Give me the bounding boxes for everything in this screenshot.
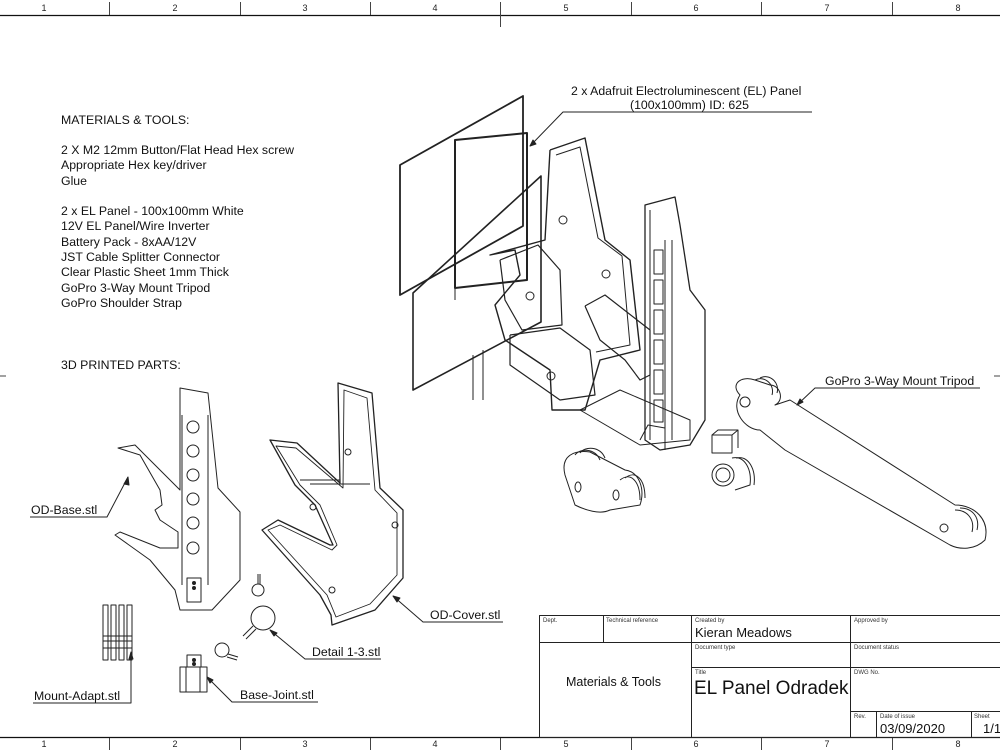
arrowhead [206, 676, 214, 684]
zone-label-bottom: 2 [172, 739, 178, 749]
callout-gopro-tripod: GoPro 3-Way Mount Tripod [825, 374, 975, 388]
zone-label-bottom: 7 [824, 739, 830, 749]
materials-item: 2 X M2 12mm Button/Flat Head Hex screw [61, 143, 295, 157]
document-type-label: Document type [695, 645, 736, 651]
zone-label-top: 3 [302, 3, 308, 13]
zone-label-top: 8 [955, 3, 961, 13]
cover-frame-assembled [489, 137, 691, 446]
dwg-no-label: DWG No. [854, 670, 880, 676]
detail-parts [214, 574, 276, 661]
callout-el-panel-line1: 2 x Adafruit Electroluminescent (EL) Pan… [571, 84, 802, 98]
zone-label-top: 2 [172, 3, 178, 13]
materials-item: Appropriate Hex key/driver [61, 158, 207, 172]
rev-label: Rev. [854, 714, 866, 720]
materials-item: Clear Plastic Sheet 1mm Thick [61, 265, 229, 279]
zone-label-bottom: 6 [693, 739, 699, 749]
created-by-label: Created by [695, 618, 725, 624]
el-panel-back [454, 132, 528, 289]
callout-od-base: OD-Base.stl [31, 503, 98, 517]
materials-item: Glue [61, 174, 87, 188]
materials-item: 12V EL Panel/Wire Inverter [61, 219, 210, 233]
materials-item: GoPro 3-Way Mount Tripod [61, 281, 211, 295]
zone-label-top: 4 [432, 3, 438, 13]
drawing-title: EL Panel Odradek [694, 678, 849, 699]
dept-value: Materials & Tools [566, 675, 661, 689]
hinge-piece-center [711, 429, 755, 491]
callout-el-panel-line2: (100x100mm) ID: 625 [630, 98, 749, 112]
callout-mount-adapt: Mount-Adapt.stl [34, 689, 121, 703]
materials-item: GoPro Shoulder Strap [61, 296, 182, 310]
title-label: Title [695, 670, 707, 676]
zone-label-bottom: 1 [41, 739, 47, 749]
zone-label-top: 5 [563, 3, 569, 13]
od-base-part [114, 387, 241, 611]
document-status-label: Document status [854, 645, 900, 651]
leader-od-base [30, 476, 129, 518]
tech-ref-label: Technical reference [606, 618, 659, 624]
arrowhead [529, 139, 537, 147]
dept-label: Dept. [543, 618, 558, 624]
arrowhead [123, 476, 130, 486]
leader-lines [30, 111, 980, 704]
printed-parts-heading: 3D PRINTED PARTS: [61, 358, 181, 372]
arrowhead [128, 651, 134, 660]
callout-od-cover: OD-Cover.stl [430, 608, 501, 622]
date-label: Date of issue [880, 714, 916, 720]
title-block-grid [539, 615, 1000, 738]
approved-by-label: Approved by [854, 618, 888, 624]
materials-item: JST Cable Splitter Connector [61, 250, 221, 264]
zone-label-top: 7 [824, 3, 830, 13]
date-value: 03/09/2020 [880, 721, 946, 736]
zone-label-top: 1 [41, 3, 47, 13]
leader-od-cover [392, 595, 503, 623]
leader-base-joint [206, 676, 318, 703]
leader-detail [269, 629, 381, 660]
callout-base-joint: Base-Joint.stl [240, 688, 314, 702]
zone-label-bottom: 3 [302, 739, 308, 749]
leader-el-panel [529, 111, 812, 147]
materials-item: 2 x EL Panel - 100x100mm White [61, 204, 244, 218]
base-assembled [639, 196, 706, 451]
zone-label-bottom: 4 [432, 739, 438, 749]
leader-mount-adapt [33, 652, 132, 704]
od-cover-part [261, 382, 404, 626]
sheet-label: Sheet [974, 714, 990, 720]
zone-label-bottom: 8 [955, 739, 961, 749]
leader-gopro [796, 387, 980, 406]
zone-label-top: 6 [693, 3, 699, 13]
arrowhead [269, 629, 278, 637]
materials-item: Battery Pack - 8xAA/12V [61, 235, 197, 249]
materials-heading: MATERIALS & TOOLS: [61, 113, 190, 127]
base-joint-part [179, 654, 208, 693]
mount-adapt-part [102, 604, 133, 661]
arrowhead [796, 398, 804, 406]
el-panel-front [399, 95, 542, 400]
arrowhead [392, 595, 401, 603]
hinge-piece-left [563, 447, 646, 513]
callout-detail: Detail 1-3.stl [312, 645, 381, 659]
created-by-value: Kieran Meadows [695, 625, 792, 640]
gopro-tripod-arm [735, 376, 987, 549]
sheet-value: 1/1 [983, 721, 1000, 736]
zone-label-bottom: 5 [563, 739, 569, 749]
